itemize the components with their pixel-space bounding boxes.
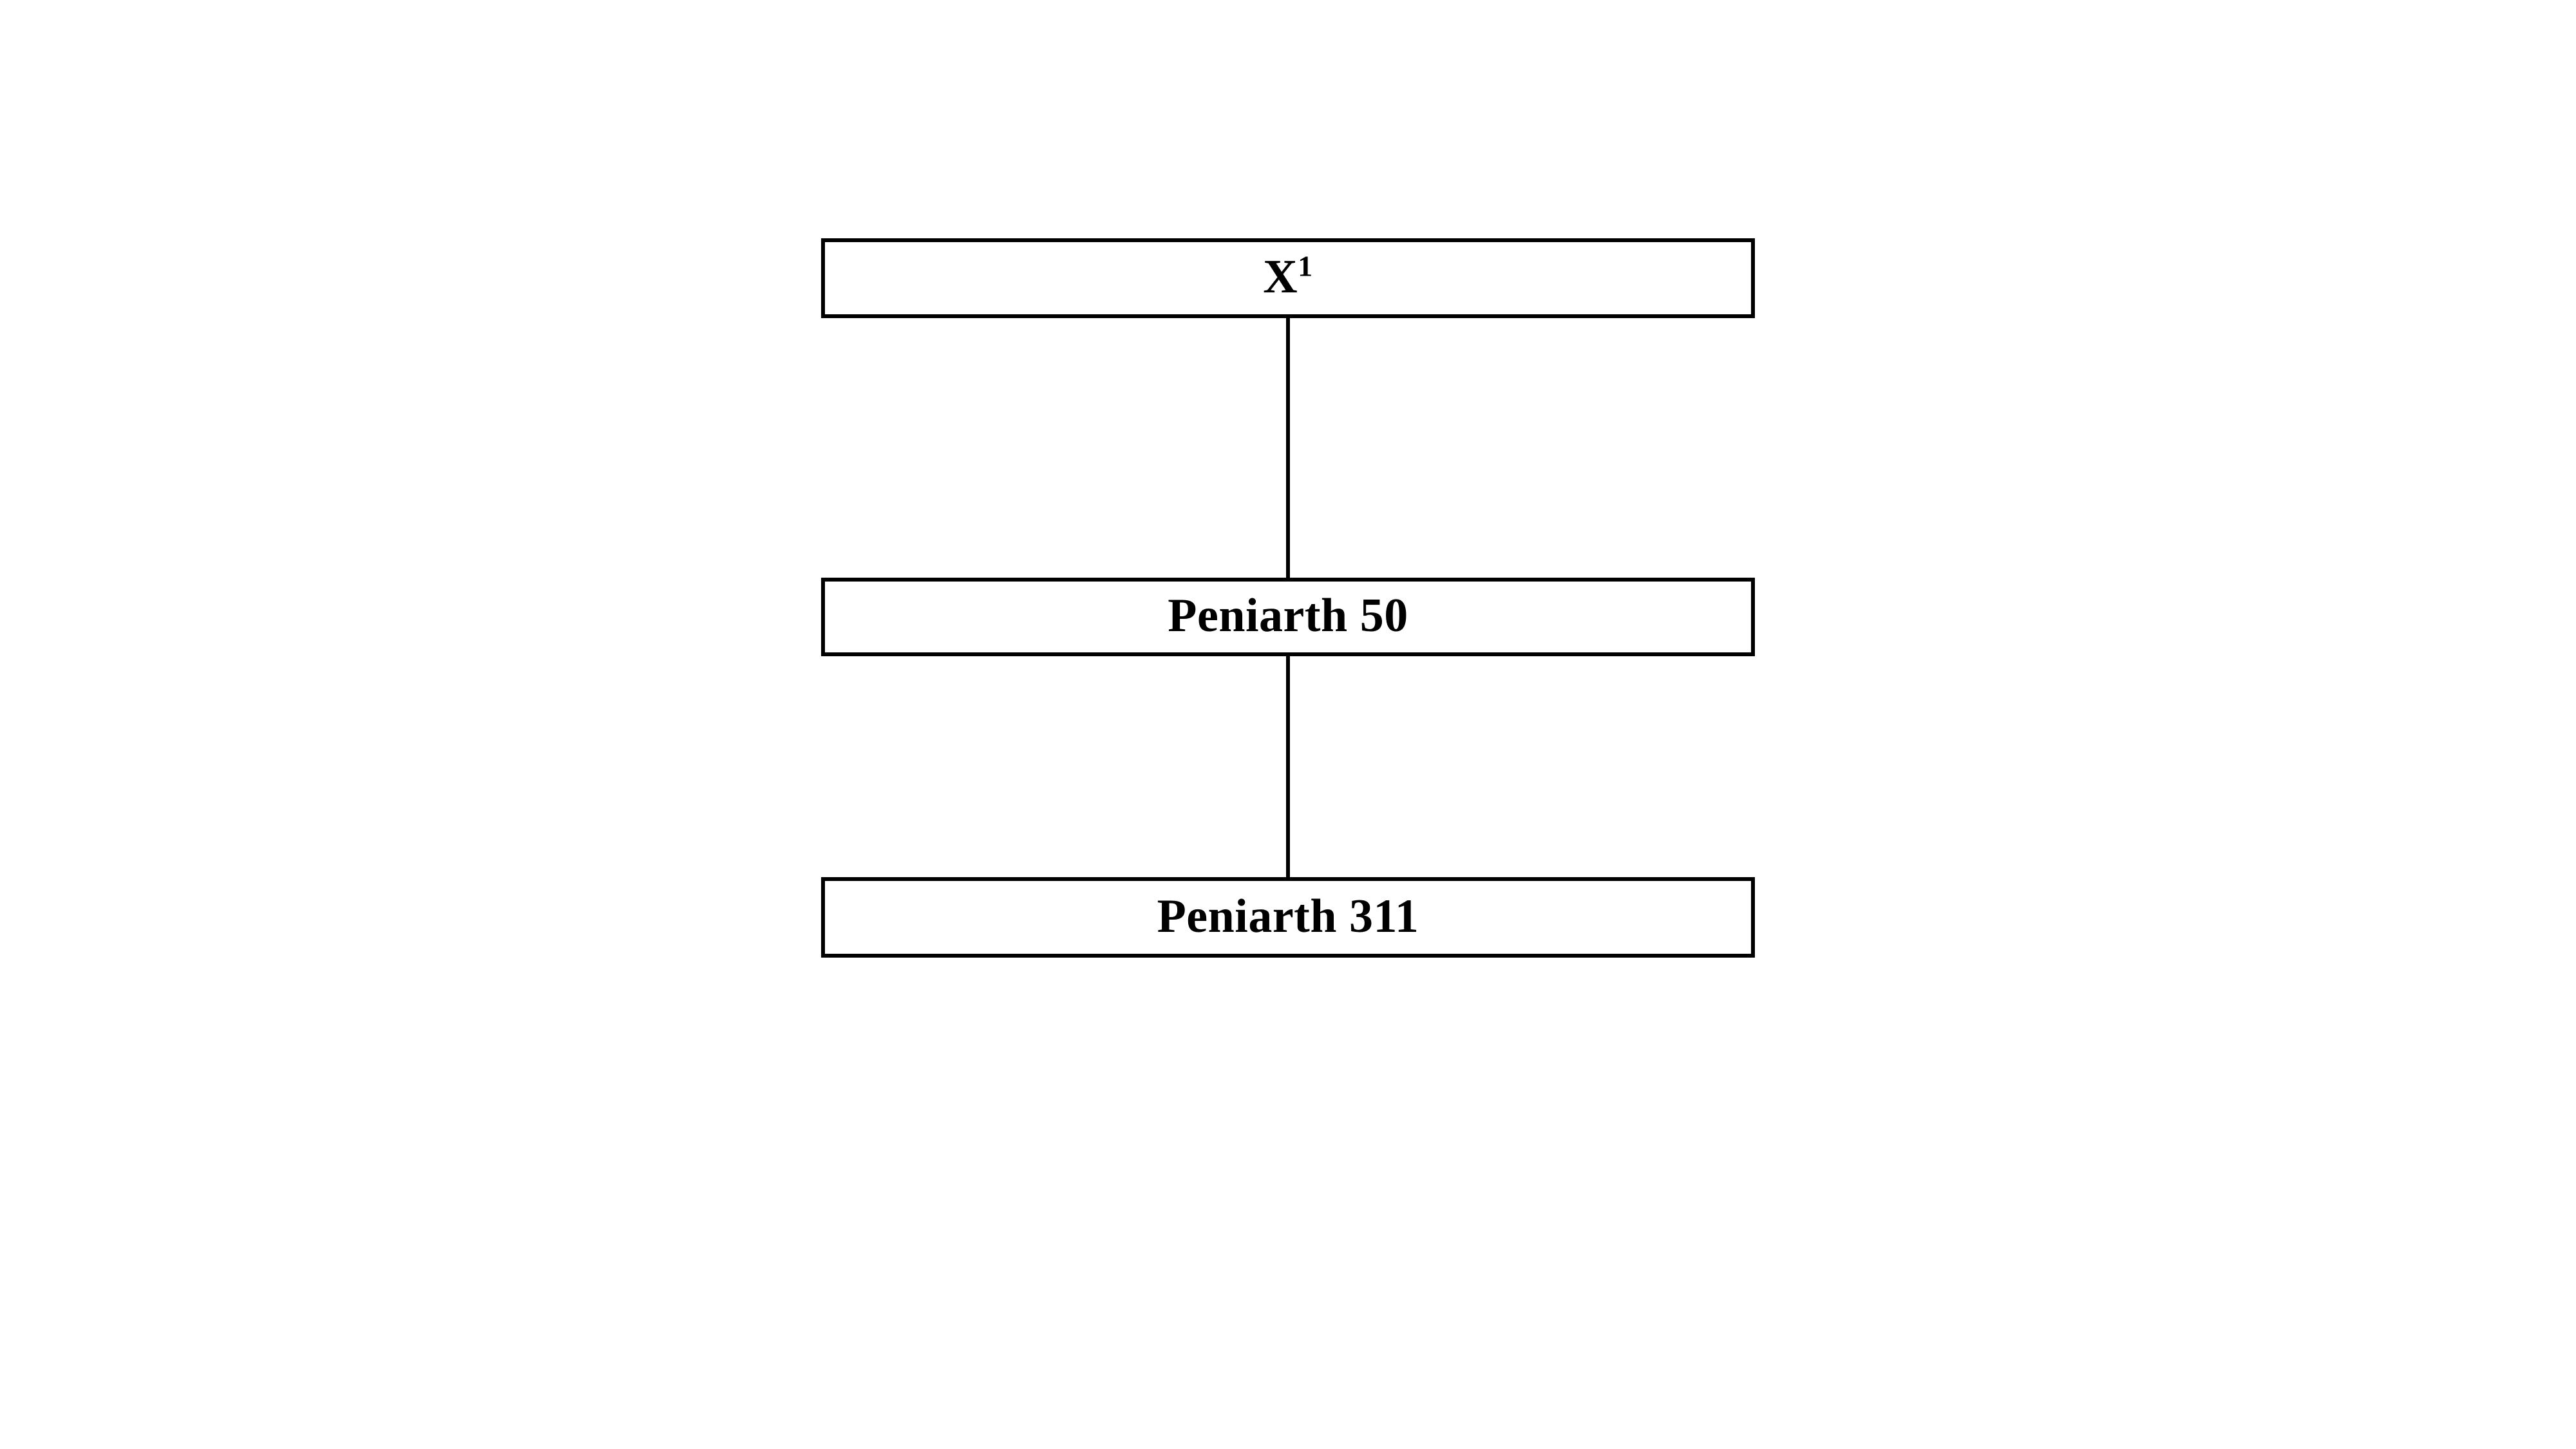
stemma-node-peniarth-311[interactable]: Peniarth 311 xyxy=(821,877,1755,958)
stemma-edge-root-to-mid xyxy=(1286,317,1290,580)
stemma-node-root-label-superscript: 1 xyxy=(1298,249,1313,283)
stemma-node-peniarth-311-label: Peniarth 311 xyxy=(1157,889,1419,943)
stemma-node-peniarth-50[interactable]: Peniarth 50 xyxy=(821,578,1755,656)
stemma-edge-mid-to-leaf xyxy=(1286,654,1290,879)
stemma-node-root-label: X1 xyxy=(1263,251,1312,303)
stemma-node-peniarth-50-label: Peniarth 50 xyxy=(1168,589,1408,642)
stemma-node-root[interactable]: X1 xyxy=(821,238,1755,318)
stemma-node-root-label-base: X xyxy=(1263,251,1298,303)
